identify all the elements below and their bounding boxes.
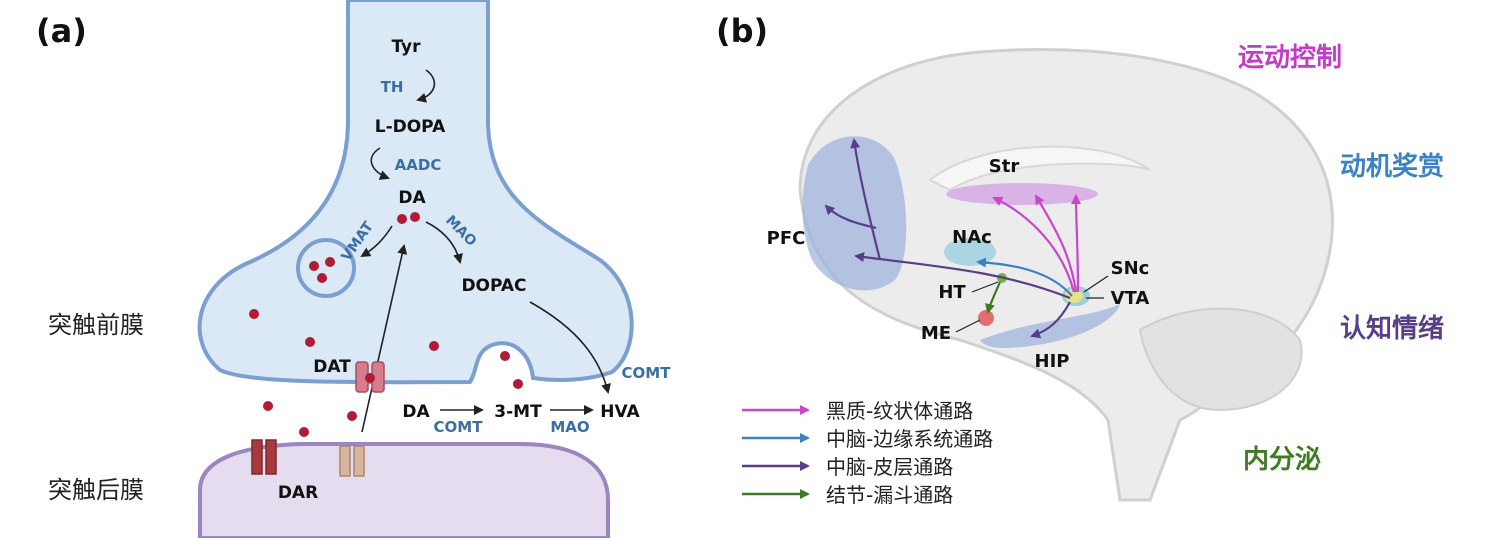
extracellular-dopamine [249, 309, 523, 437]
vmat-arrow [360, 225, 393, 258]
dopamine-molecule [317, 273, 327, 283]
me-region [978, 310, 994, 326]
dopac-to-hva-arrow [529, 301, 611, 394]
hva-label: HVA [600, 402, 640, 422]
comt-label-top: COMT [622, 364, 672, 382]
panel-a: (a) Tyr TH L-DOPA AADC DA VMAT MAO DOPAC… [36, 0, 671, 538]
function-endocrine: 内分泌 [1243, 445, 1321, 475]
ht-label: HT [938, 282, 966, 303]
ec-da-label: DA [402, 402, 430, 422]
aadc-label: AADC [395, 156, 442, 174]
dat-transporter [355, 361, 385, 393]
dopamine-molecule [410, 212, 420, 222]
str-label: Str [989, 156, 1020, 177]
mesolimbic-path [976, 257, 1073, 297]
function-cognition-emotion: 认知情绪 [1340, 313, 1444, 344]
striatum-region [946, 183, 1098, 205]
presynaptic-membrane-label: 突触前膜 [48, 311, 144, 339]
panel-b-label: (b) [716, 12, 768, 50]
nigrostriatal-path [1071, 194, 1082, 293]
hip-label: HIP [1035, 351, 1070, 372]
me-leader-line [955, 319, 981, 333]
cerebellum [1138, 307, 1303, 412]
dopamine-molecule [325, 257, 335, 267]
th-arrow [416, 69, 436, 103]
tuberoinfundibular-path [985, 281, 1002, 314]
postsynaptic-membrane [198, 442, 610, 538]
nac-label: NAc [952, 227, 992, 248]
mesocortical-path [1030, 301, 1071, 339]
vta-label: VTA [1111, 288, 1150, 309]
da-label: DA [398, 188, 426, 208]
dopamine-molecule [309, 261, 319, 271]
function-motor-control: 运动控制 [1238, 43, 1342, 73]
ec-mao-label: MAO [550, 418, 589, 436]
postsynaptic-membrane-label: 突触后膜 [48, 476, 144, 504]
mt3-label: 3-MT [494, 402, 542, 422]
dar-receptor [251, 439, 277, 475]
pfc-region [802, 136, 907, 291]
nigrostriatal-path [992, 196, 1076, 293]
aadc-arrow [370, 147, 390, 180]
dat-label: DAT [313, 357, 351, 377]
mesocortical-path [824, 204, 877, 230]
nigrostriatal-path [1034, 194, 1078, 293]
panel-b: (b) Str PFC NAc SNc VTA [716, 12, 1444, 507]
panel-a-label: (a) [36, 12, 87, 50]
pfc-label: PFC [767, 228, 806, 249]
reuptake-arrow [361, 244, 408, 433]
mesocortical-path [850, 138, 882, 261]
legend-item-tuberoinfundibular: 结节-漏斗通路 [826, 483, 953, 507]
dopamine-molecule [397, 214, 407, 224]
legend-item-nigrostriatal: 黑质-纹状体通路 [826, 399, 973, 423]
mao-arrow [425, 221, 463, 264]
th-label: TH [381, 78, 404, 96]
ec-comt-label: COMT [434, 418, 484, 436]
ht-leader-line [971, 281, 999, 293]
synaptic-vesicle [296, 238, 356, 298]
dopac-label: DOPAC [461, 276, 526, 296]
corpus-callosum [928, 145, 1151, 192]
tyr-label: Tyr [391, 37, 421, 57]
legend-item-mesolimbic: 中脑-边缘系统通路 [826, 427, 993, 451]
dar-label: DAR [278, 483, 318, 503]
ldopa-label: L-DOPA [375, 117, 446, 137]
mesocortical-path [854, 252, 1071, 300]
pathway-legend: 黑质-纹状体通路 中脑-边缘系统通路 中脑-皮层通路 结节-漏斗通路 [742, 399, 993, 507]
snc-label: SNc [1111, 258, 1150, 279]
function-motivation-reward: 动机奖赏 [1340, 151, 1444, 182]
receptor-bound [339, 445, 365, 477]
me-label: ME [921, 323, 951, 344]
snc-leader-line [1083, 275, 1109, 293]
legend-item-mesocortical: 中脑-皮层通路 [826, 455, 953, 479]
